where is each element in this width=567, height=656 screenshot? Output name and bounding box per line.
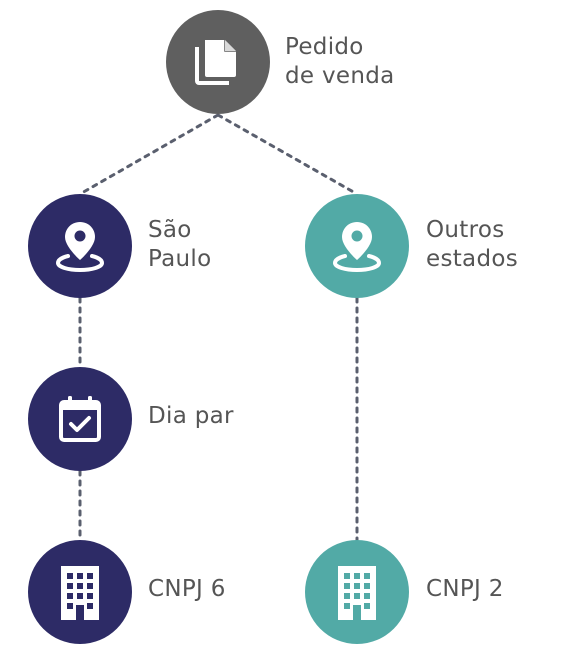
location-pin-icon: [332, 222, 382, 273]
connector-root-outros-estados: [216, 113, 359, 196]
label-sao-paulo-line1: São: [148, 217, 192, 243]
label-outros-estados: Outros estados: [426, 216, 556, 274]
building-icon: [338, 566, 376, 620]
label-pedido-line2: de venda: [285, 63, 395, 89]
node-sao-paulo: [28, 194, 132, 298]
building-icon: [61, 566, 99, 620]
label-cnpj6: CNPJ 6: [148, 576, 226, 602]
node-pedido-de-venda: [166, 10, 270, 114]
node-cnpj6: [28, 540, 132, 644]
node-dia-par: [28, 367, 132, 471]
node-outros-estados: [305, 194, 409, 298]
label-pedido-de-venda: Pedido de venda: [285, 33, 415, 91]
label-outros-line2: estados: [426, 246, 518, 272]
label-dia-par: Dia par: [148, 403, 234, 429]
connector-root-sao-paulo: [78, 113, 220, 196]
node-cnpj2: [305, 540, 409, 644]
copy-icon: [195, 40, 236, 85]
label-sao-paulo: São Paulo: [148, 216, 278, 274]
label-sao-paulo-line2: Paulo: [148, 246, 212, 272]
label-cnpj2: CNPJ 2: [426, 576, 504, 602]
location-pin-icon: [55, 222, 105, 273]
label-outros-line1: Outros: [426, 217, 505, 243]
label-pedido-line1: Pedido: [285, 34, 364, 60]
calendar-check-icon: [59, 396, 101, 442]
